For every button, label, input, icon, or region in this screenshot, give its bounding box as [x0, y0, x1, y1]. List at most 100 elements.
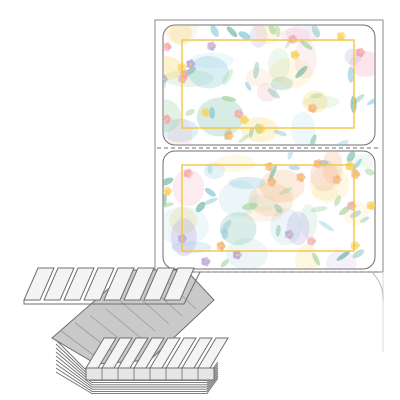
- leaf-motif: [347, 67, 355, 83]
- top-label-tab: [43, 267, 75, 301]
- watercolor-wash: [269, 58, 313, 89]
- flower-motif: [345, 161, 355, 171]
- flower-motif: [163, 114, 172, 125]
- leaf-motif: [238, 134, 250, 143]
- flower-motif: [332, 175, 342, 185]
- leaf-motif: [300, 40, 313, 50]
- leaf-motif: [195, 201, 206, 213]
- leaf-motif: [346, 151, 356, 162]
- watercolor-wash: [245, 68, 272, 88]
- watercolor-wash: [228, 176, 267, 190]
- leaf-motif: [364, 168, 375, 176]
- leaf-motif: [248, 127, 254, 138]
- leaf-motif: [351, 94, 365, 105]
- leaf-motif: [221, 228, 229, 240]
- watercolor-wash: [242, 206, 284, 222]
- watercolor-wash: [167, 117, 193, 145]
- watercolor-wash: [248, 183, 294, 217]
- leaf-motif: [311, 25, 321, 38]
- top-label-tab: [103, 267, 135, 301]
- watercolor-wash: [295, 244, 318, 269]
- leaf-motif: [339, 205, 351, 216]
- label-card-2: [162, 150, 376, 270]
- leaf-motif: [360, 216, 370, 223]
- leaf-motif: [310, 206, 328, 213]
- fold-crease: [104, 307, 142, 339]
- watercolor-wash: [196, 97, 244, 137]
- top-label-tab: [163, 267, 195, 301]
- flower-motif: [308, 103, 318, 113]
- leaf-motif: [226, 26, 238, 38]
- label-frame-border: [181, 39, 355, 129]
- flower-motif: [207, 41, 217, 51]
- flower-motif: [284, 229, 295, 240]
- leaf-motif: [310, 134, 317, 145]
- leaf-motif: [210, 25, 219, 37]
- watercolor-wash: [286, 211, 310, 246]
- leaf-motif: [209, 107, 216, 119]
- leaf-motif: [275, 224, 281, 237]
- flower-motif: [201, 256, 211, 267]
- top-label-tab: [123, 267, 155, 301]
- watercolor-wash: [249, 25, 268, 48]
- top-label-tab: [143, 267, 175, 301]
- flower-motif: [355, 47, 366, 58]
- watercolor-wash: [169, 207, 197, 234]
- leaf-motif: [221, 95, 237, 102]
- label-frame-border: [181, 164, 355, 252]
- leaf-motif: [318, 220, 334, 232]
- flower-motif: [201, 107, 211, 118]
- fanfold-label-stack: [23, 267, 229, 395]
- watercolor-wash: [163, 206, 209, 246]
- floral-pattern: [163, 151, 375, 269]
- watercolor-wash: [256, 82, 278, 102]
- leaf-motif: [163, 202, 174, 208]
- leaf-motif: [352, 249, 365, 259]
- backing-sheet-curl: [371, 271, 384, 301]
- watercolor-wash: [163, 55, 184, 81]
- watercolor-wash: [214, 154, 256, 172]
- leaf-motif: [279, 187, 293, 195]
- leaf-motif: [267, 88, 280, 99]
- leaf-motif: [288, 165, 301, 171]
- watercolor-wash: [163, 69, 214, 87]
- top-label-tab: [23, 267, 55, 301]
- leaf-motif: [222, 69, 233, 85]
- flower-motif: [163, 74, 168, 84]
- leaf-motif: [334, 195, 341, 207]
- leaf-motif: [220, 258, 230, 268]
- flower-motif: [267, 177, 277, 187]
- watercolor-wash: [163, 118, 199, 143]
- watercolor-wash: [299, 204, 318, 239]
- watercolor-wash: [290, 111, 316, 145]
- leaf-motif: [274, 25, 281, 37]
- leaf-motif: [367, 97, 375, 106]
- top-label-tab: [63, 267, 95, 301]
- leaf-motif: [274, 204, 283, 214]
- watercolor-wash: [270, 207, 302, 246]
- leaf-motif: [242, 202, 258, 211]
- flower-motif: [234, 109, 244, 119]
- leaf-motif: [350, 210, 362, 219]
- flower-motif: [224, 131, 234, 141]
- leaf-motif: [268, 165, 277, 182]
- watercolor-wash: [254, 25, 281, 45]
- leaf-motif: [220, 219, 232, 234]
- watercolor-wash: [270, 76, 293, 91]
- flower-motif: [183, 168, 193, 179]
- flower-motif: [216, 241, 226, 251]
- leaf-motif: [268, 25, 276, 35]
- flower-motif: [163, 186, 172, 196]
- top-tab-row-edge: [23, 271, 201, 305]
- watercolor-wash: [311, 184, 339, 201]
- leaf-motif: [273, 130, 287, 137]
- stack-sheet-edge: [55, 371, 219, 395]
- flower-motif: [307, 236, 317, 246]
- leaf-motif: [253, 61, 260, 79]
- watercolor-wash: [188, 55, 229, 89]
- leaf-motif: [163, 177, 174, 186]
- leaf-motif: [238, 31, 251, 40]
- watercolor-wash: [268, 47, 290, 82]
- leaf-motif: [287, 151, 294, 160]
